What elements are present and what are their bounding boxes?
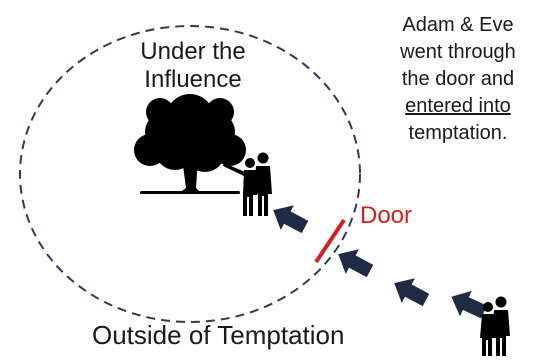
path-arrows — [273, 205, 487, 319]
note-line1: Adam & Eve — [402, 14, 514, 36]
arrow-icon — [273, 205, 309, 234]
note-line3: the door and — [401, 68, 515, 90]
note-line5: temptation. — [408, 122, 508, 144]
door-line — [314, 218, 346, 264]
note-line2: went through — [400, 41, 516, 63]
arrow-icon — [338, 249, 374, 278]
arrow-icon — [394, 278, 430, 307]
influence-circle — [19, 25, 361, 323]
circle-title: Under the Influence — [118, 38, 268, 94]
circle-title-line2: Influence — [144, 66, 242, 93]
arrow-icon — [451, 290, 487, 319]
tree-icon — [134, 94, 246, 194]
explanation-note: Adam & Eve went through the door and ent… — [372, 12, 544, 147]
couple-figures-outside — [480, 296, 510, 356]
couple-figures-inside — [223, 152, 272, 216]
note-line4-underlined: entered into — [405, 95, 511, 117]
outside-label: Outside of Temptation — [92, 320, 345, 350]
door-label: Door — [360, 202, 413, 229]
circle-title-line1: Under the — [140, 38, 246, 65]
